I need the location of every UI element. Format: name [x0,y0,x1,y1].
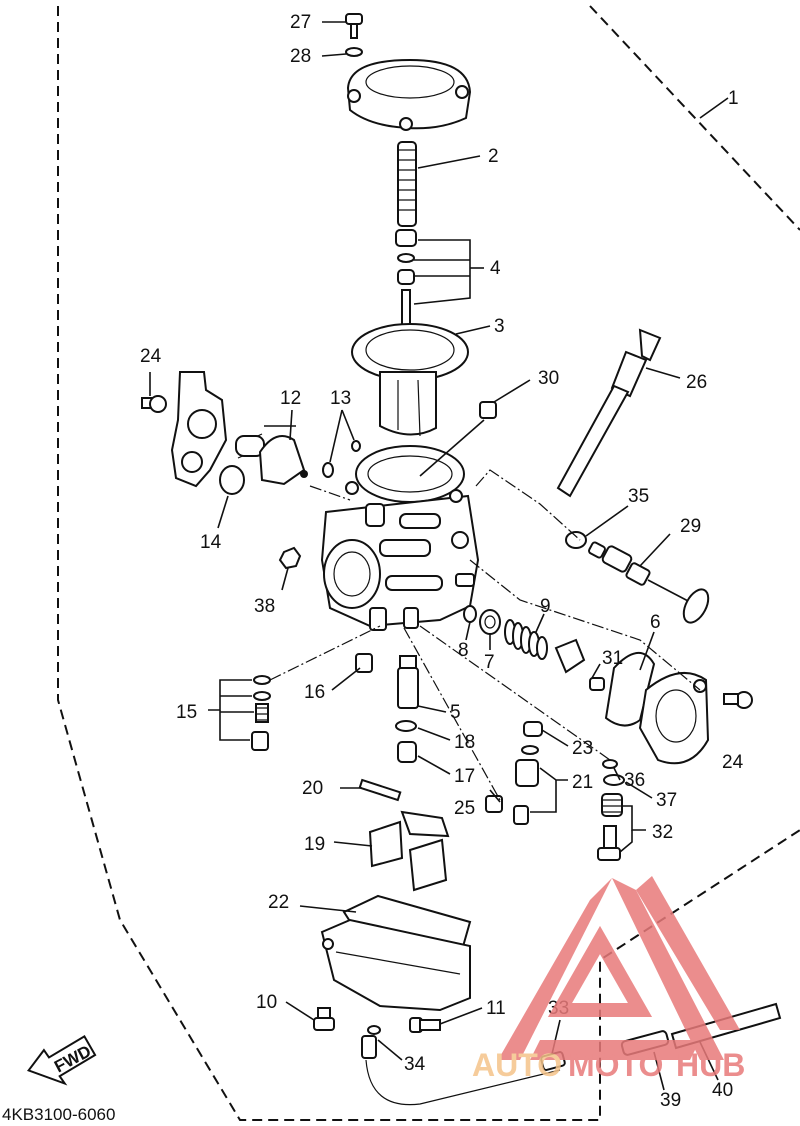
part-38-nut [278,546,302,570]
callout-40: 40 [712,1080,733,1101]
callout-25: 25 [454,798,475,819]
part-12-starter-cover [235,433,308,486]
callout-15: 15 [176,702,197,723]
part-top-cover [346,58,472,131]
part-2-spring [397,141,417,227]
part-24-screw-right [723,691,753,709]
callout-34: 34 [404,1054,426,1075]
watermark-text-hub: HUB [676,1047,745,1083]
callout-22: 22 [268,892,289,913]
callout-38: 38 [254,596,275,617]
part-31-lever [554,638,605,691]
part-37-washer [603,774,625,786]
part-diaphragm-cover [638,672,710,765]
callout-37: 37 [656,790,677,811]
part-35-oring [565,531,587,549]
watermark-text-auto: AUTO [472,1047,562,1083]
part-32-screw-set [597,793,623,861]
callout-8: 8 [458,640,469,661]
callout-7: 7 [484,652,495,673]
part-float-bowl [320,918,471,1012]
part-20-float-pin [358,778,402,802]
callout-32: 32 [652,822,673,843]
part-21-jet-set [513,745,539,825]
callout-16: 16 [304,682,325,703]
callout-2: 2 [488,146,499,167]
callout-24-right: 24 [722,752,744,773]
part-14-gasket [219,465,245,495]
part-16-pilot-screw [355,653,373,673]
callout-18: 18 [454,732,475,753]
part-26-tube [556,328,662,498]
part-8-washer [463,605,477,623]
callout-28: 28 [290,46,311,67]
part-10-screw [313,1007,335,1031]
callout-39: 39 [660,1090,681,1111]
part-36-oring [602,759,618,769]
part-28-washer [345,47,363,57]
callout-19: 19 [304,834,325,855]
part-24-screw-left [141,395,167,413]
part-drain-hose [361,1035,561,1106]
callout-10: 10 [256,992,277,1013]
part-34-oring [367,1025,381,1035]
part-29-starter-plunger [588,541,710,624]
callout-4: 4 [490,258,501,279]
part-23-cap [523,721,543,737]
part-18-washer [395,720,417,732]
callout-9: 9 [540,596,551,617]
part-13-oring-b [351,440,361,452]
callout-36: 36 [624,770,645,791]
callout-labels: 1 2 3 4 5 6 7 8 9 10 11 12 13 14 15 16 1… [140,12,744,1111]
part-15-pilot-screw-set [251,675,271,751]
part-9-spring [504,619,548,660]
leader-1 [699,97,729,119]
callout-6: 6 [650,612,661,633]
watermark-logo: AUTO MOTO HUB [472,876,745,1083]
callout-29: 29 [680,516,701,537]
callout-23: 23 [572,738,593,759]
part-5-needle-jet [397,655,419,709]
callout-3: 3 [494,316,505,337]
part-27-screw [345,13,363,39]
callout-27: 27 [290,12,311,33]
diagram-frame-top [589,5,800,231]
callout-12: 12 [280,388,301,409]
callout-31: 31 [602,648,623,669]
callout-13: 13 [330,388,351,409]
drawing-code: 4KB3100-6060 [2,1105,115,1124]
fwd-arrow: FWD [26,1034,97,1086]
callout-21: 21 [572,772,593,793]
callout-24-left: 24 [140,346,162,367]
leader-lines [149,21,719,1091]
callout-1: 1 [728,88,739,109]
callout-35: 35 [628,486,649,507]
callout-17: 17 [454,766,475,787]
part-19-float [368,810,450,892]
callout-5: 5 [450,702,461,723]
part-30-plug [479,401,497,419]
watermark-text-moto: MOTO [568,1047,663,1083]
part-13-oring-a [322,462,334,478]
part-17-main-jet [397,741,417,763]
callout-30: 30 [538,368,559,389]
part-throttle-bracket [170,371,228,488]
part-6-gasket [604,652,656,727]
diagram-frame [57,6,800,1121]
part-3-diaphragm-piston [351,323,469,437]
callout-26: 26 [686,372,707,393]
part-7-seal [479,609,501,635]
part-carburetor-body [320,445,480,631]
callout-11: 11 [486,998,506,1019]
callout-14: 14 [200,532,222,553]
callout-20: 20 [302,778,323,799]
part-11-screw [409,1017,441,1033]
